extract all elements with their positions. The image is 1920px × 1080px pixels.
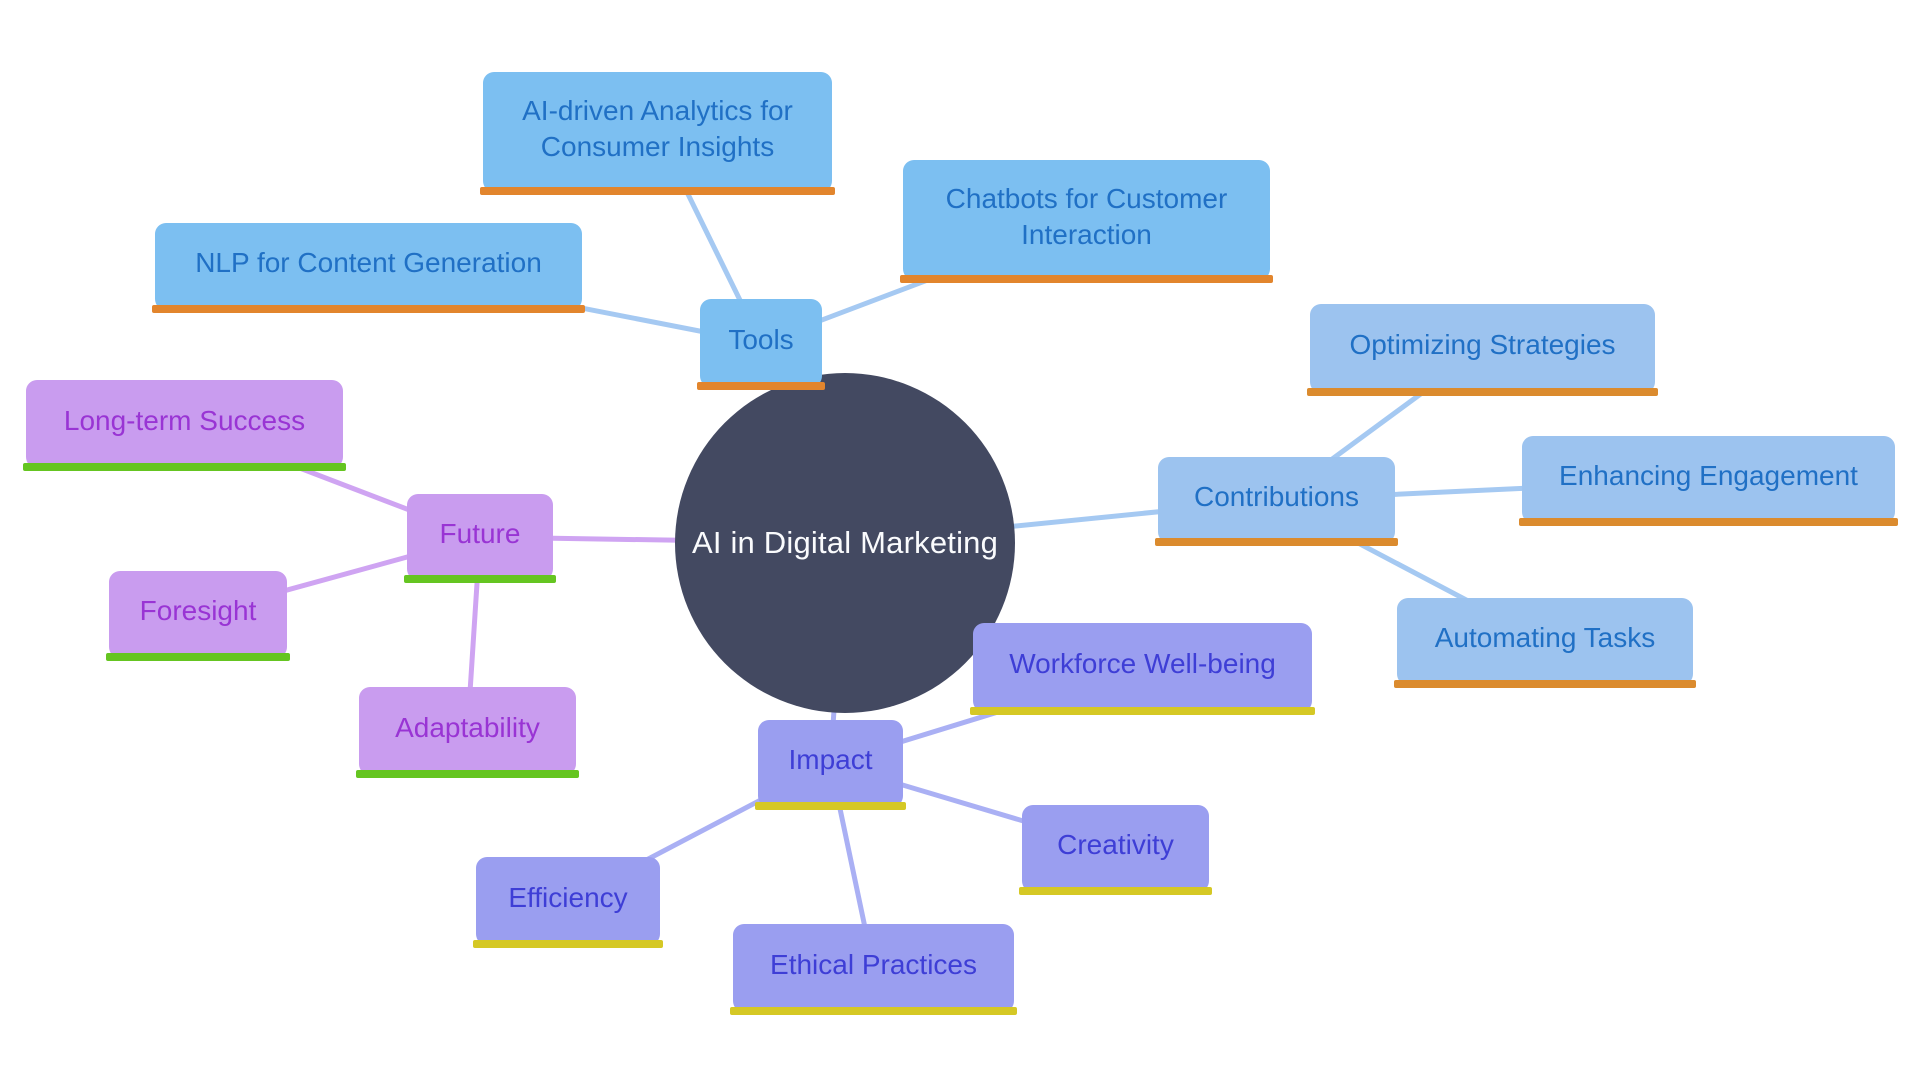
- node-underline: [697, 382, 825, 390]
- node-label: Foresight: [139, 595, 257, 627]
- node-label: Enhancing Engagement: [1559, 460, 1858, 492]
- node-underline: [1307, 388, 1658, 396]
- node-foresight[interactable]: Foresight: [106, 571, 290, 661]
- node-underline: [106, 653, 290, 661]
- node-label: Creativity: [1057, 829, 1174, 861]
- node-underline: [755, 802, 906, 810]
- node-label: Long-term Success: [63, 404, 306, 436]
- node-impact[interactable]: Impact: [755, 720, 906, 810]
- node-underline: [356, 770, 579, 778]
- node-underline: [23, 463, 346, 471]
- node-optimizing-strategies[interactable]: Optimizing Strategies: [1307, 304, 1658, 396]
- central-node[interactable]: AI in Digital Marketing: [675, 373, 1015, 713]
- node-workforce-well-being[interactable]: Workforce Well-being: [970, 623, 1315, 715]
- node-adaptability[interactable]: Adaptability: [356, 687, 579, 778]
- node-label: Ethical Practices: [770, 948, 977, 980]
- node-label: AI-driven Analytics for Consumer Insight…: [522, 94, 793, 162]
- node-efficiency[interactable]: Efficiency: [473, 857, 663, 948]
- node-label: Adaptability: [395, 711, 540, 743]
- node-underline: [404, 575, 556, 583]
- node-underline: [473, 940, 663, 948]
- node-underline: [1019, 887, 1212, 895]
- node-underline: [480, 187, 835, 195]
- node-nlp-for-content-generation[interactable]: NLP for Content Generation: [152, 223, 585, 313]
- node-label: Tools: [728, 323, 794, 355]
- node-underline: [900, 275, 1273, 283]
- node-long-term-success[interactable]: Long-term Success: [23, 380, 346, 471]
- node-label: Automating Tasks: [1434, 622, 1656, 654]
- node-underline: [730, 1007, 1017, 1015]
- node-label: Chatbots for Customer Interaction: [945, 182, 1228, 250]
- node-label: NLP for Content Generation: [195, 247, 542, 279]
- node-underline: [1519, 518, 1898, 526]
- node-ai-driven-analytics-for-consumer-insights[interactable]: AI-driven Analytics for Consumer Insight…: [480, 72, 835, 195]
- node-tools[interactable]: Tools: [697, 299, 825, 390]
- node-automating-tasks[interactable]: Automating Tasks: [1394, 598, 1696, 688]
- node-underline: [152, 305, 585, 313]
- node-underline: [970, 707, 1315, 715]
- node-creativity[interactable]: Creativity: [1019, 805, 1212, 895]
- node-label: Impact: [788, 744, 873, 776]
- node-label: Contributions: [1194, 480, 1359, 512]
- node-label: Optimizing Strategies: [1349, 329, 1616, 361]
- node-label: Efficiency: [508, 881, 628, 913]
- node-enhancing-engagement[interactable]: Enhancing Engagement: [1519, 436, 1898, 526]
- node-label: Future: [439, 517, 521, 549]
- node-underline: [1394, 680, 1696, 688]
- node-underline: [1155, 538, 1398, 546]
- central-node-label: AI in Digital Marketing: [691, 525, 999, 560]
- node-chatbots-for-customer-interaction[interactable]: Chatbots for Customer Interaction: [900, 160, 1273, 283]
- node-ethical-practices[interactable]: Ethical Practices: [730, 924, 1017, 1015]
- node-label: Workforce Well-being: [1009, 648, 1276, 680]
- node-contributions[interactable]: Contributions: [1155, 457, 1398, 546]
- node-future[interactable]: Future: [404, 494, 556, 583]
